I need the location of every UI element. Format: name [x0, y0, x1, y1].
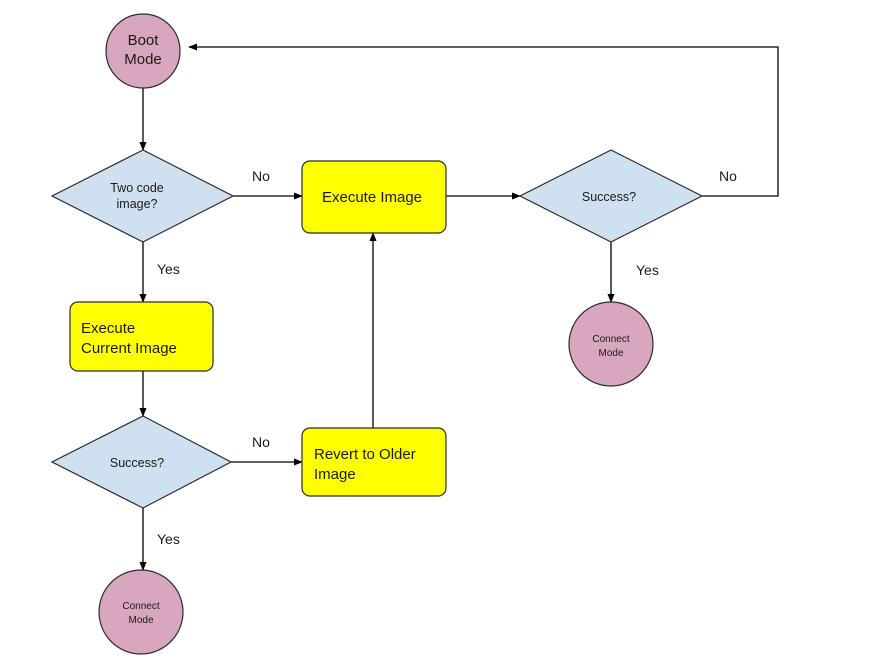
revert-to-older-image-label-line1: Revert to Older: [314, 446, 416, 463]
edge-label-success-right-no: No: [719, 168, 737, 184]
node-success-right: Success?: [520, 150, 702, 242]
two-code-image-label-line2: image?: [117, 197, 158, 211]
edge-label-success-left-no: No: [252, 434, 270, 450]
node-connect-mode-bottom: Connect Mode: [99, 570, 183, 654]
revert-to-older-image-label-line2: Image: [314, 466, 356, 483]
boot-mode-label-line2: Mode: [124, 51, 162, 68]
edge-label-success-right-yes: Yes: [636, 262, 659, 278]
success-right-label: Success?: [582, 190, 636, 204]
edge-label-two-code-no: No: [252, 168, 270, 184]
node-connect-mode-right: Connect Mode: [569, 302, 653, 386]
connect-mode-bottom-label-line2: Mode: [128, 615, 153, 626]
success-left-label: Success?: [110, 456, 164, 470]
node-revert-to-older-image: Revert to Older Image: [302, 428, 446, 496]
connect-mode-right-label-line2: Mode: [598, 348, 623, 359]
execute-current-image-label-line2: Current Image: [81, 340, 177, 357]
connect-mode-right-label-line1: Connect: [592, 334, 629, 345]
connect-mode-bottom-circle: [99, 570, 183, 654]
edge-label-two-code-yes: Yes: [157, 261, 180, 277]
node-execute-current-image: Execute Current Image: [70, 302, 213, 371]
execute-current-image-label-line1: Execute: [81, 320, 135, 337]
boot-mode-label-line1: Boot: [128, 32, 160, 49]
node-success-left: Success?: [52, 416, 231, 508]
node-two-code-image: Two code image?: [52, 150, 233, 242]
node-boot-mode: Boot Mode: [106, 14, 180, 88]
connectors: [143, 47, 778, 570]
node-execute-image: Execute Image: [302, 161, 446, 233]
two-code-image-label-line1: Two code: [110, 181, 164, 195]
two-code-image-diamond: [52, 150, 233, 242]
edge-label-success-left-yes: Yes: [157, 531, 180, 547]
connect-mode-bottom-label-line1: Connect: [122, 601, 159, 612]
edge-success-right-no-loop: [189, 47, 778, 196]
execute-image-label: Execute Image: [322, 189, 422, 206]
